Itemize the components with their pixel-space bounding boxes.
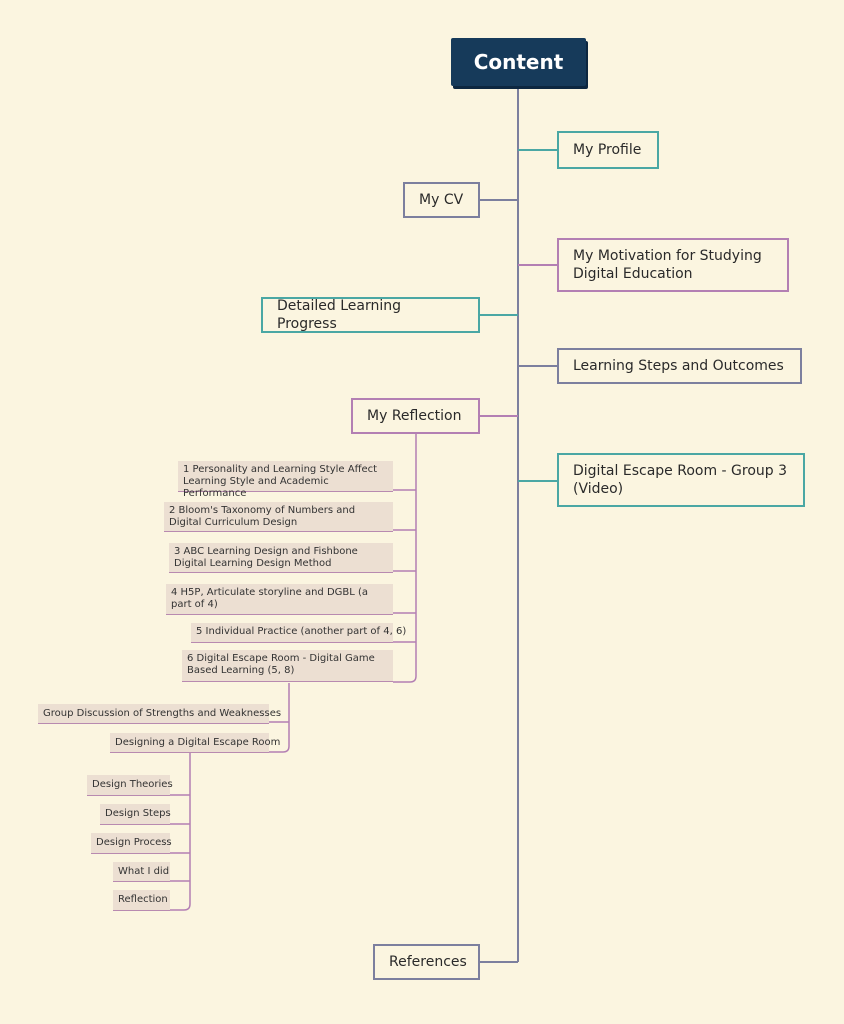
reflection-item-2[interactable]: 2 Bloom's Taxonomy of Numbers and Digita…: [164, 502, 393, 532]
branch-motivation[interactable]: My Motivation for Studying Digital Educa…: [557, 238, 789, 292]
reflection-item-5[interactable]: 5 Individual Practice (another part of 4…: [191, 623, 406, 643]
item6-child-designing-escape-room[interactable]: Designing a Digital Escape Room: [110, 733, 280, 753]
branch-learning-steps[interactable]: Learning Steps and Outcomes: [557, 348, 802, 384]
branch-my-reflection[interactable]: My Reflection: [351, 398, 480, 434]
design-child-theories[interactable]: Design Theories: [87, 775, 173, 796]
branch-my-profile[interactable]: My Profile: [557, 131, 659, 169]
branch-learning-progress[interactable]: Detailed Learning Progress: [261, 297, 480, 333]
root-topic-content[interactable]: Content: [451, 38, 586, 86]
branch-my-cv[interactable]: My CV: [403, 182, 480, 218]
design-child-what-i-did[interactable]: What I did: [113, 862, 170, 882]
design-child-reflection[interactable]: Reflection: [113, 890, 170, 911]
design-child-process[interactable]: Design Process: [91, 833, 172, 854]
branch-references[interactable]: References: [373, 944, 480, 980]
design-child-steps[interactable]: Design Steps: [100, 804, 171, 825]
branch-escape-room[interactable]: Digital Escape Room - Group 3 (Video): [557, 453, 805, 507]
reflection-item-6[interactable]: 6 Digital Escape Room - Digital Game Bas…: [182, 650, 393, 682]
item6-child-group-discussion[interactable]: Group Discussion of Strengths and Weakne…: [38, 704, 281, 724]
reflection-item-1[interactable]: 1 Personality and Learning Style Affect …: [178, 461, 393, 499]
reflection-item-3[interactable]: 3 ABC Learning Design and Fishbone Digit…: [169, 543, 393, 573]
reflection-item-4[interactable]: 4 H5P, Articulate storyline and DGBL (a …: [166, 584, 393, 615]
